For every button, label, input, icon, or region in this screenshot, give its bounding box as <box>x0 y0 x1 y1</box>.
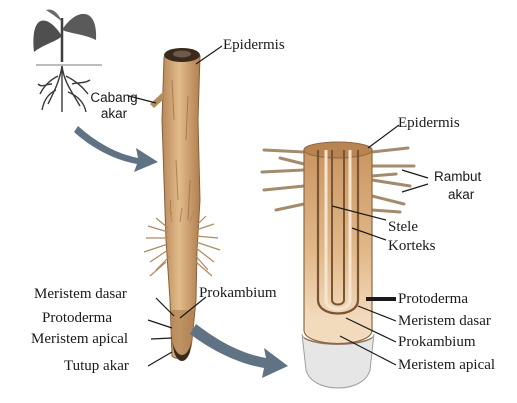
label-akar-branch: akar <box>86 107 142 121</box>
label-korteks: Korteks <box>388 239 436 254</box>
label-epidermis-right: Epidermis <box>398 116 460 131</box>
arrow-to-detail-icon <box>190 324 288 378</box>
label-stele: Stele <box>388 220 418 235</box>
label-prokambium-right: Prokambium <box>398 335 476 350</box>
label-protoderma-right: Protoderma <box>398 292 468 307</box>
label-meristem-dasar-left: Meristem dasar <box>34 287 127 302</box>
label-akar-hair: akar <box>448 188 474 202</box>
label-rambut: Rambut <box>434 170 481 184</box>
primary-root-illustration <box>144 48 220 361</box>
protoderma-marker <box>366 297 396 301</box>
label-meristem-apical-right: Meristem apical <box>398 358 495 373</box>
label-meristem-apical-left: Meristem apical <box>31 332 128 347</box>
label-prokambium-left: Prokambium <box>199 286 277 301</box>
label-tutup-akar: Tutup akar <box>64 359 129 374</box>
root-tip-detail-illustration <box>262 142 414 388</box>
label-epidermis-top: Epidermis <box>223 38 285 53</box>
label-meristem-dasar-right: Meristem dasar <box>398 314 491 329</box>
label-cabang: Cabang <box>86 91 142 105</box>
label-protoderma-left: Protoderma <box>42 311 112 326</box>
arrow-to-root-icon <box>74 126 158 172</box>
